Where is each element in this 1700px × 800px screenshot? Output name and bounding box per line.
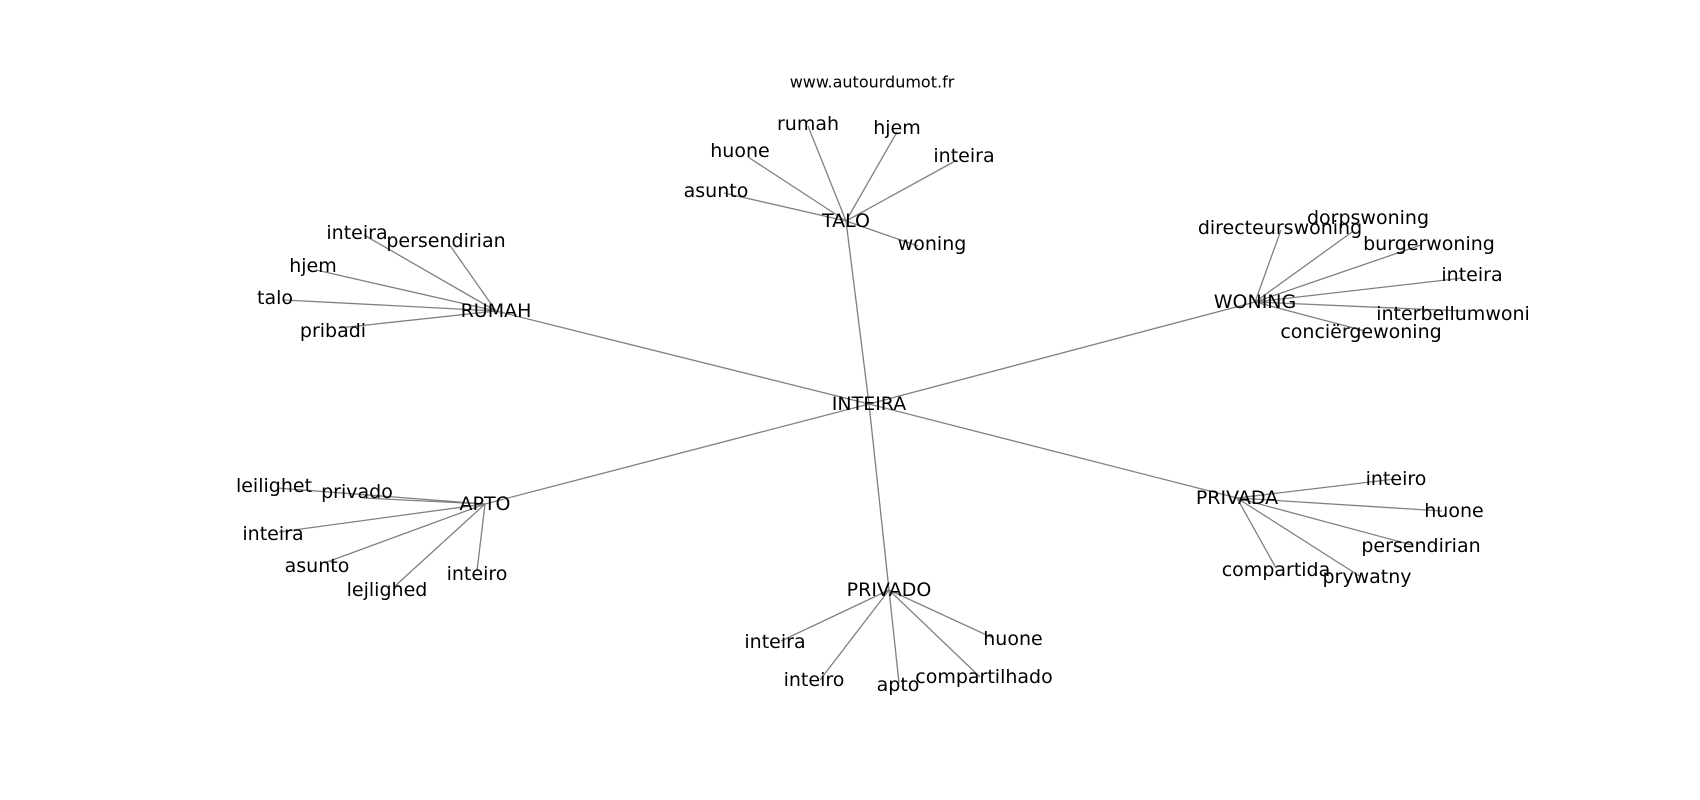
edge-talo-3	[845, 159, 958, 222]
edge-privado-0	[888, 589, 994, 639]
edge-talo-4	[723, 192, 847, 222]
graph-labels: www.autourdumot.fr INTEIRA rumah hjem huon…	[236, 73, 1530, 697]
edge-center-privada	[868, 403, 1238, 499]
leaf-label-talo-0[interactable]: rumah	[777, 113, 839, 135]
graph-edges	[276, 125, 1464, 684]
edge-apto-1	[363, 497, 486, 505]
leaf-label-talo-3[interactable]: inteira	[933, 145, 994, 167]
edge-woning-0	[1254, 231, 1353, 303]
hub-label-rumah[interactable]: RUMAH	[461, 300, 532, 322]
hub-label-talo[interactable]: TALO	[821, 210, 870, 232]
edge-rumah-0	[363, 234, 497, 312]
edge-center-apto	[484, 403, 870, 505]
edge-privado-1	[780, 589, 890, 642]
leaf-label-apto-4[interactable]: lejlighed	[347, 579, 428, 601]
leaf-label-talo-4[interactable]: asunto	[684, 180, 749, 202]
edge-apto-0	[276, 487, 486, 505]
leaf-label-privada-2[interactable]: persendirian	[1361, 535, 1480, 557]
leaf-label-privada-4[interactable]: prywatny	[1322, 566, 1411, 588]
center-node-label[interactable]: INTEIRA	[832, 393, 906, 415]
leaf-label-woning-4[interactable]: interbellumwoni	[1376, 303, 1530, 325]
leaf-label-privado-0[interactable]: huone	[983, 628, 1042, 650]
leaf-label-woning-5[interactable]: conciërgewoning	[1280, 321, 1441, 343]
leaf-label-woning-1[interactable]: directeurswoning	[1198, 217, 1362, 239]
edge-talo-5	[845, 220, 919, 247]
leaf-label-privado-4[interactable]: apto	[877, 674, 920, 696]
leaf-label-apto-1[interactable]: privado	[321, 481, 393, 503]
edge-rumah-3	[283, 299, 497, 312]
edge-woning-1	[1254, 229, 1282, 303]
edge-privado-2	[888, 589, 981, 678]
edge-privada-1	[1236, 497, 1443, 512]
hub-label-apto[interactable]: APTO	[459, 493, 510, 515]
edge-woning-5	[1254, 301, 1366, 332]
leaf-label-woning-2[interactable]: burgerwoning	[1363, 233, 1495, 255]
leaf-label-talo-2[interactable]: huone	[710, 140, 769, 162]
leaf-label-rumah-3[interactable]: talo	[257, 287, 293, 309]
leaf-label-rumah-0[interactable]: inteira	[326, 222, 387, 244]
leaf-label-privada-3[interactable]: compartida	[1222, 559, 1331, 581]
edge-privada-0	[1236, 478, 1396, 499]
leaf-label-privado-1[interactable]: inteira	[744, 631, 805, 653]
leaf-label-woning-3[interactable]: inteira	[1441, 264, 1502, 286]
leaf-label-talo-5[interactable]: woning	[898, 233, 967, 255]
edge-apto-2	[278, 503, 486, 533]
edge-talo-1	[845, 131, 898, 222]
edge-apto-5	[476, 503, 486, 572]
leaf-label-privada-1[interactable]: huone	[1424, 500, 1483, 522]
edge-privado-3	[819, 589, 890, 681]
hub-label-privado[interactable]: PRIVADO	[847, 579, 932, 601]
edge-center-privado	[868, 403, 890, 591]
leaf-label-apto-2[interactable]: inteira	[242, 523, 303, 545]
leaf-label-apto-0[interactable]: leilighet	[236, 475, 312, 497]
edge-privada-2	[1236, 497, 1413, 546]
edge-talo-2	[747, 156, 847, 222]
leaf-label-apto-3[interactable]: asunto	[285, 555, 350, 577]
edge-woning-2	[1254, 244, 1422, 303]
leaf-label-privado-2[interactable]: compartilhado	[915, 666, 1052, 688]
leaf-label-privado-3[interactable]: inteiro	[784, 669, 845, 691]
edge-apto-3	[326, 503, 486, 563]
leaf-label-rumah-1[interactable]: persendirian	[386, 230, 505, 252]
edge-center-talo	[845, 220, 870, 405]
edge-center-woning	[868, 301, 1256, 405]
edge-woning-4	[1254, 301, 1464, 312]
edge-apto-4	[393, 503, 486, 588]
edge-privada-3	[1236, 497, 1277, 569]
edge-privada-4	[1236, 497, 1362, 578]
site-watermark[interactable]: www.autourdumot.fr	[790, 73, 955, 92]
edge-rumah-4	[338, 310, 497, 329]
hub-label-woning[interactable]: WONING	[1214, 291, 1297, 313]
edge-rumah-2	[315, 269, 497, 312]
leaf-label-apto-5[interactable]: inteiro	[447, 563, 508, 585]
leaf-label-rumah-2[interactable]: hjem	[289, 255, 337, 277]
edge-privado-4	[888, 589, 900, 684]
leaf-label-woning-0[interactable]: dorpswoning	[1307, 207, 1429, 229]
edge-center-rumah	[495, 310, 870, 405]
leaf-label-rumah-4[interactable]: pribadi	[300, 320, 366, 342]
edge-rumah-1	[448, 243, 497, 312]
leaf-label-privada-0[interactable]: inteiro	[1366, 468, 1427, 490]
leaf-label-talo-1[interactable]: hjem	[873, 117, 921, 139]
edge-woning-3	[1254, 277, 1464, 303]
hub-label-privada[interactable]: PRIVADA	[1196, 487, 1278, 509]
edge-talo-0	[807, 125, 847, 222]
